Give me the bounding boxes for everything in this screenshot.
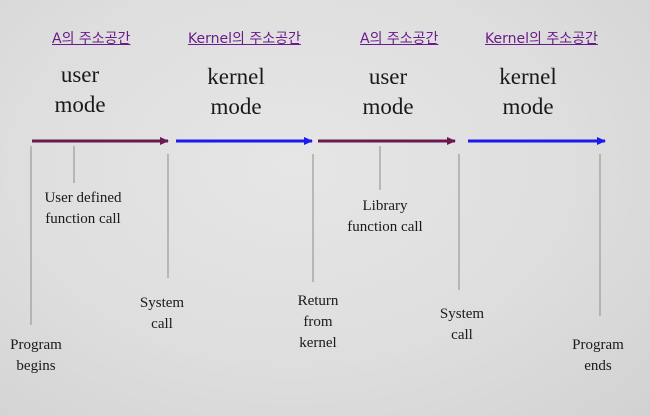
label-line2: ends	[584, 358, 612, 374]
mode-label-kernel-2: kernel mode	[468, 62, 588, 122]
header-user-space-2: A의 주소공간	[360, 31, 439, 47]
label-program-begins: Program begins	[0, 335, 72, 377]
label-line1: Library	[362, 198, 408, 214]
label-line2: from	[303, 314, 333, 330]
label-line1: System	[139, 295, 185, 311]
mode-label-user-1: user mode	[20, 60, 140, 120]
label-line1: User defined	[44, 190, 122, 206]
label-system-call-1: System call	[122, 293, 202, 335]
mode-line1: user	[60, 62, 100, 87]
mode-label-user-2: user mode	[328, 62, 448, 122]
label-return-from-kernel: Return from kernel	[278, 291, 358, 354]
label-line1: Program	[10, 337, 62, 353]
label-line2: function call	[347, 219, 423, 235]
mode-label-kernel-1: kernel mode	[176, 62, 296, 122]
label-line1: Return	[297, 293, 339, 309]
label-line2: call	[151, 316, 173, 332]
label-program-ends: Program ends	[558, 335, 638, 377]
label-line1: System	[439, 306, 485, 322]
mode-line2: mode	[210, 94, 262, 119]
mode-line2: mode	[362, 94, 414, 119]
label-line3: kernel	[299, 335, 337, 351]
label-user-defined-call: User defined function call	[28, 188, 138, 230]
mode-line1: kernel	[207, 64, 265, 89]
mode-line1: user	[368, 64, 408, 89]
label-library-call: Library function call	[330, 196, 440, 238]
label-line2: function call	[45, 211, 121, 227]
mode-line2: mode	[54, 92, 106, 117]
header-kernel-space-2: Kernel의 주소공간	[485, 31, 598, 47]
label-line2: begins	[16, 358, 56, 374]
mode-line1: kernel	[499, 64, 557, 89]
label-line2: call	[451, 327, 473, 343]
header-user-space-1: A의 주소공간	[52, 31, 131, 47]
header-kernel-space-1: Kernel의 주소공간	[188, 31, 301, 47]
label-line1: Program	[572, 337, 624, 353]
label-system-call-2: System call	[422, 304, 502, 346]
mode-line2: mode	[502, 94, 554, 119]
